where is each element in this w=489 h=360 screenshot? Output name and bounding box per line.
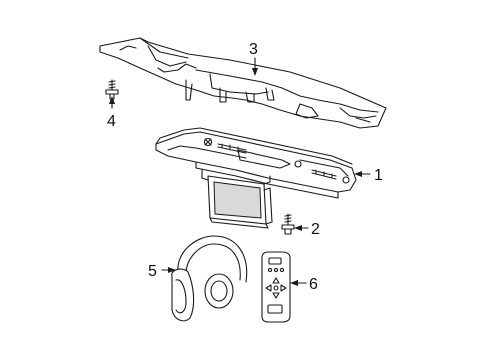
callout-6: 6 [309,276,318,293]
callout-5: 5 [148,263,157,280]
callout-4: 4 [107,113,116,130]
bracket-bolt [105,79,119,100]
leader-arrows [109,57,371,286]
callout-2: 2 [311,221,320,238]
wireless-headphones [171,235,248,322]
mounting-bracket [99,37,387,129]
remote-control [261,251,291,323]
console-screw [281,213,295,235]
callout-3: 3 [249,41,258,58]
callout-1: 1 [374,167,383,184]
overhead-dvd-console [155,127,357,229]
